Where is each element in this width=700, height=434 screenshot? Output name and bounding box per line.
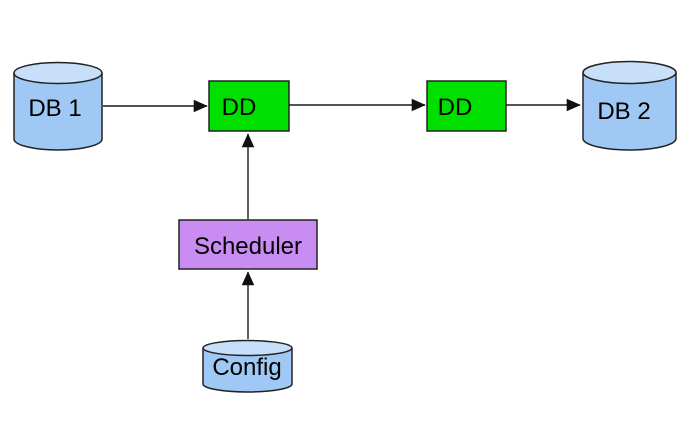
scheduler-label: Scheduler	[194, 233, 302, 260]
config-cylinder-top	[202, 339, 293, 357]
node-dd2-box	[426, 80, 507, 132]
node-scheduler-box	[178, 219, 318, 270]
db1-cylinder-body	[13, 73, 103, 151]
db1-label: DB 1	[28, 95, 81, 122]
node-db2-cylinder	[582, 60, 677, 151]
db2-cylinder-top	[582, 60, 677, 85]
node-dd1-box	[208, 80, 290, 132]
dd1-label: DD	[222, 94, 257, 121]
node-config-cylinder	[202, 339, 293, 393]
db1-cylinder-top	[13, 61, 103, 85]
config-cylinder-body	[202, 348, 293, 393]
dd2-label: DD	[438, 94, 473, 121]
db2-label: DB 2	[597, 98, 650, 125]
db2-cylinder-body	[582, 72, 677, 151]
config-label: Config	[212, 354, 281, 381]
node-db1-cylinder	[13, 61, 103, 151]
edges	[103, 98, 581, 339]
